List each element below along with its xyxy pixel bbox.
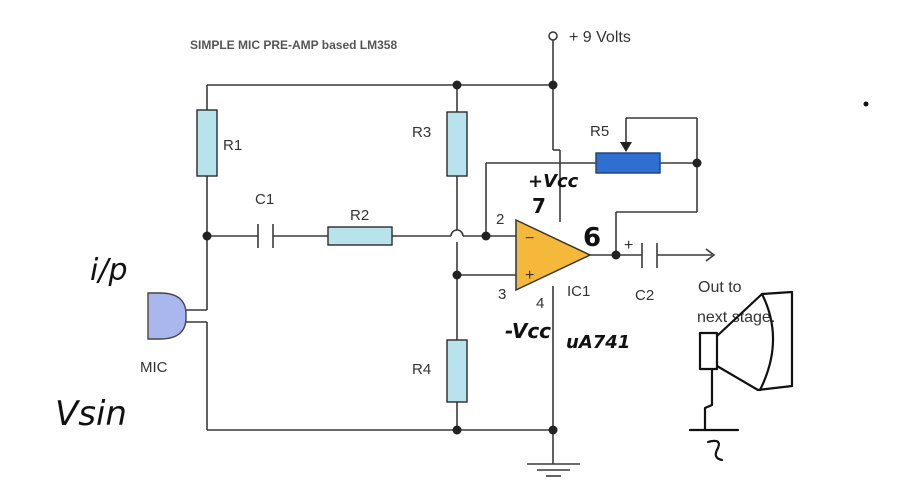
output-label-line1: Out to — [698, 279, 742, 296]
speaker-sketch-icon — [688, 290, 794, 462]
capacitor-c1 — [257, 224, 274, 248]
r1-label: R1 — [223, 137, 242, 154]
wiper-arrow-icon — [620, 142, 632, 152]
pin4-label: 4 — [536, 295, 544, 312]
supply-terminal-icon — [548, 31, 558, 41]
stray-mark — [863, 101, 869, 107]
output-arrow-icon — [705, 248, 716, 262]
ground-icon — [527, 463, 580, 477]
vsin-annotation: Vsin — [55, 394, 127, 434]
diagram-title: SIMPLE MIC PRE-AMP based LM358 — [190, 38, 397, 52]
resistor-r4 — [446, 339, 468, 403]
resistor-r1 — [196, 109, 218, 177]
junction-dots — [202, 80, 702, 435]
vcc-plus-annotation: +Vcc — [528, 171, 579, 192]
capacitor-c2 — [641, 243, 658, 268]
r2-label: R2 — [350, 207, 369, 224]
r3-label: R3 — [412, 124, 431, 141]
pin7-annotation: 7 — [532, 194, 546, 218]
ic1-label: IC1 — [567, 283, 590, 300]
c2-plus-label: + — [624, 237, 633, 254]
r5-label: R5 — [590, 123, 609, 140]
microphone-icon — [147, 292, 187, 340]
pin3-label: 3 — [498, 286, 506, 303]
c1-label: C1 — [255, 191, 274, 208]
pin6-annotation: 6 — [583, 223, 601, 253]
mic-label: MIC — [140, 359, 168, 376]
opamp-plus-label: + — [525, 267, 534, 284]
resistor-r3 — [446, 111, 468, 177]
supply-label: + 9 Volts — [569, 29, 631, 46]
input-annotation: i/p — [90, 253, 128, 288]
c2-label: C2 — [635, 287, 654, 304]
wires — [186, 40, 712, 464]
pin2-label: 2 — [496, 211, 504, 228]
chip-annotation: uA741 — [566, 332, 630, 353]
potentiometer-r5 — [595, 152, 661, 174]
opamp-minus-label: − — [525, 230, 534, 247]
r4-label: R4 — [412, 361, 431, 378]
resistor-r2 — [327, 226, 393, 246]
vcc-minus-annotation: -Vcc — [505, 319, 551, 343]
opamp-triangle — [515, 218, 592, 292]
